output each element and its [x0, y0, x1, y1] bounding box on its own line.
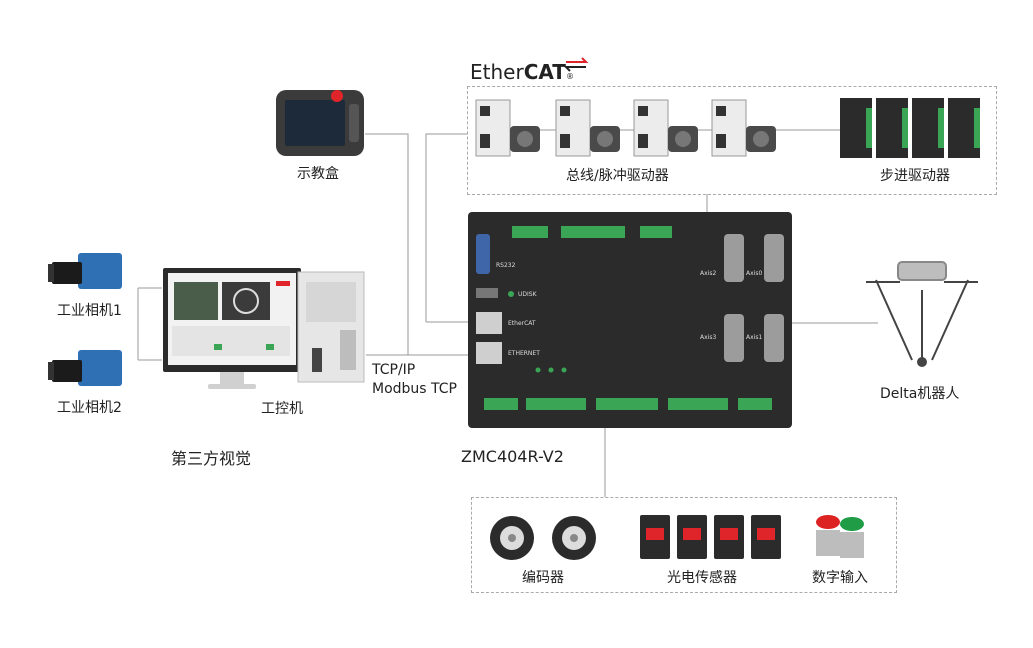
ethercat-logo: EtherCAT®: [470, 60, 574, 84]
photo-sensors-image: [640, 515, 781, 559]
camera-1-image: [48, 253, 122, 289]
encoders-image: [490, 516, 596, 560]
stepper-drivers-image: [840, 98, 980, 158]
camera-2-image: [48, 350, 122, 386]
teach-pendant-label: 示教盒: [297, 166, 339, 182]
ipc-label: 工控机: [261, 401, 303, 417]
ipc-image: [163, 268, 365, 389]
modbus-tcp-label: Modbus TCP: [372, 381, 457, 397]
port-axis1: Axis1: [746, 334, 763, 341]
connection-lines: [137, 133, 878, 497]
servo-drivers-image: [475, 99, 776, 157]
third-vision-label: 第三方视觉: [171, 449, 252, 468]
port-axis0: Axis0: [746, 270, 763, 277]
delta-robot-label: Delta机器人: [880, 386, 960, 402]
drivers-group-box: [467, 86, 997, 195]
port-ethercat: EtherCAT: [508, 320, 536, 327]
delta-robot-image: [866, 261, 978, 367]
bus-pulse-drivers-label: 总线/脉冲驱动器: [566, 168, 669, 184]
teach-pendant-image: [276, 90, 364, 156]
port-rs232: RS232: [496, 262, 516, 269]
encoder-label: 编码器: [522, 570, 564, 586]
port-axis3: Axis3: [700, 334, 717, 341]
port-ethernet: ETHERNET: [508, 350, 540, 357]
camera1-label: 工业相机1: [57, 303, 122, 319]
port-axis2: Axis2: [700, 270, 717, 277]
stepper-drivers-label: 步进驱动器: [880, 168, 950, 184]
camera2-label: 工业相机2: [57, 400, 122, 416]
ethercat-logo-arrows: [563, 57, 589, 72]
tcp-ip-label: TCP/IP: [372, 362, 416, 378]
photo-sensor-label: 光电传感器: [667, 570, 737, 586]
controller-image: [468, 212, 792, 428]
inputs-group-box: [471, 497, 897, 593]
port-udisk: UDISK: [518, 291, 537, 298]
controller-model-label: ZMC404R-V2: [461, 447, 564, 466]
push-buttons-image: [816, 515, 864, 558]
digital-input-label: 数字输入: [812, 570, 868, 586]
